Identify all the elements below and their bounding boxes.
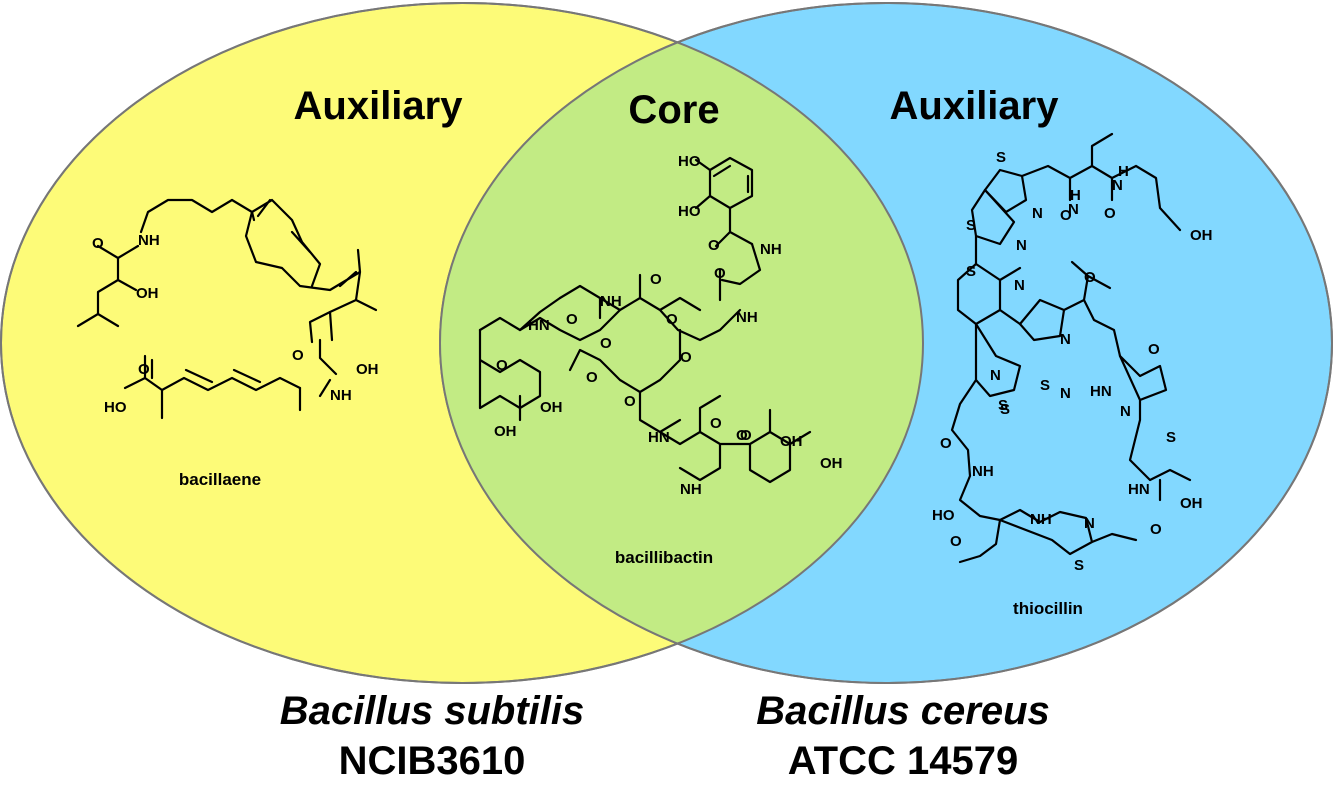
svg-text:N: N [1084, 515, 1095, 532]
left-organism-species: Bacillus subtilis [279, 689, 585, 733]
svg-text:N: N [1060, 385, 1071, 402]
svg-text:O: O [624, 393, 636, 410]
svg-text:N: N [1060, 331, 1071, 348]
svg-text:O: O [950, 533, 962, 550]
svg-text:NH: NH [736, 309, 758, 326]
svg-text:O: O [736, 427, 748, 444]
svg-text:NH: NH [760, 241, 782, 258]
svg-text:NH: NH [330, 387, 352, 404]
svg-text:N: N [1112, 177, 1123, 194]
svg-text:S: S [996, 149, 1006, 166]
svg-text:O: O [1104, 205, 1116, 222]
svg-text:OH: OH [780, 433, 803, 450]
svg-text:HO: HO [678, 153, 701, 170]
right-set-outline [439, 2, 1333, 684]
svg-text:N: N [1016, 237, 1027, 254]
svg-text:S: S [1040, 377, 1050, 394]
svg-text:N: N [1120, 403, 1131, 420]
svg-text:NH: NH [138, 232, 160, 249]
thiocillin-label: thiocillin [1013, 599, 1083, 618]
svg-text:H: H [1070, 187, 1081, 204]
left-organism-strain: NCIB3610 [338, 739, 526, 783]
bacillibactin-label: bacillibactin [614, 548, 714, 567]
svg-text:HN: HN [1090, 383, 1112, 400]
svg-text:O: O [1148, 341, 1160, 358]
bacillaene-label: bacillaene [178, 470, 262, 489]
svg-text:NH: NH [1030, 511, 1052, 528]
left-organism-label: Bacillus subtilis NCIB3610 [280, 686, 585, 786]
svg-text:HO: HO [104, 399, 127, 416]
core-intersection [440, 3, 923, 683]
svg-text:O: O [600, 335, 612, 352]
svg-text:O: O [566, 311, 578, 328]
right-organism-species: Bacillus cereus [756, 689, 1050, 733]
svg-text:HO: HO [932, 507, 955, 524]
svg-text:O: O [138, 361, 150, 378]
svg-text:NH: NH [680, 481, 702, 498]
svg-text:O: O [710, 415, 722, 432]
svg-text:O: O [1060, 207, 1072, 224]
svg-text:O: O [650, 271, 662, 288]
svg-text:O: O [586, 369, 598, 386]
svg-text:OH: OH [1190, 227, 1213, 244]
left-region-title: Auxiliary [293, 84, 463, 128]
svg-text:OH: OH [356, 361, 379, 378]
svg-text:O: O [1084, 269, 1096, 286]
svg-text:O: O [666, 311, 678, 328]
svg-text:O: O [714, 265, 726, 282]
core-region-title: Core [628, 88, 720, 132]
svg-text:OH: OH [494, 423, 517, 440]
svg-text:S: S [998, 397, 1008, 414]
svg-text:S: S [966, 263, 976, 280]
svg-text:O: O [496, 357, 508, 374]
svg-text:NH: NH [972, 463, 994, 480]
svg-text:HN: HN [1128, 481, 1150, 498]
svg-text:HN: HN [648, 429, 670, 446]
svg-text:HO: HO [678, 203, 701, 220]
svg-text:OH: OH [1180, 495, 1203, 512]
right-region-title: Auxiliary [889, 84, 1059, 128]
svg-text:O: O [740, 427, 752, 444]
venn-diagram: NH O OH OH O HO O NH HO HO O NH O NH O O… [0, 2, 1333, 684]
svg-text:S: S [1074, 557, 1084, 574]
bacillibactin-structure: HO HO O NH O NH O O O NH O HN O O O O OH… [478, 153, 843, 498]
svg-text:O: O [940, 435, 952, 452]
svg-text:N: N [990, 367, 1001, 384]
right-organism-label: Bacillus cereus ATCC 14579 [756, 686, 1050, 786]
svg-text:OH: OH [540, 399, 563, 416]
left-set-outline [0, 2, 924, 684]
right-organism-strain: ATCC 14579 [787, 739, 1019, 783]
svg-text:O: O [92, 235, 104, 252]
svg-text:N: N [1032, 205, 1043, 222]
svg-text:O: O [680, 349, 692, 366]
svg-text:NH: NH [600, 293, 622, 310]
svg-text:O: O [708, 237, 720, 254]
svg-text:S: S [966, 217, 976, 234]
svg-text:H: H [1118, 163, 1129, 180]
svg-text:OH: OH [136, 285, 159, 302]
svg-text:S: S [1000, 401, 1010, 418]
thiocillin-structure: S S N N O H N O H N OH S N O N S N S HN … [932, 132, 1213, 574]
svg-text:S: S [1166, 429, 1176, 446]
svg-text:O: O [1150, 521, 1162, 538]
svg-text:HN: HN [528, 317, 550, 334]
svg-text:OH: OH [820, 455, 843, 472]
svg-text:O: O [292, 347, 304, 364]
bacillaene-structure: NH O OH OH O HO O NH [76, 198, 379, 420]
svg-text:N: N [1014, 277, 1025, 294]
svg-text:N: N [1068, 201, 1079, 218]
